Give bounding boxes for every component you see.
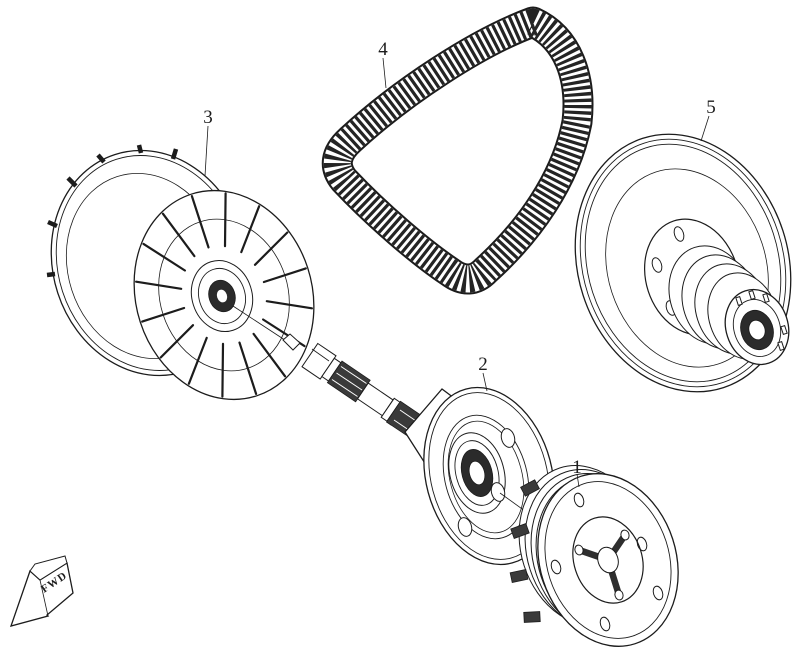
fwd-arrow-top-face [29,555,68,581]
shaft-hex-nut [301,342,337,380]
driven-pulley-face-ring [605,168,769,368]
callout-2: 2 [478,354,488,375]
callout-4: 4 [378,39,388,60]
clutch-shoe-assembly [509,465,679,647]
friction-pad [510,523,530,539]
variator-hub [190,260,254,332]
driven-pulley-end-cap [724,288,790,366]
friction-pad [523,611,541,623]
rear-plate-rim-tabs [46,144,179,278]
clutch-drum-face-holes [457,428,516,537]
clutch-shoe-center-mechanism [572,516,644,604]
drive-belt [321,6,594,295]
callout-3: 3 [203,107,213,128]
fwd-direction-marker: FWD [9,555,74,627]
shaft-threaded-tip [282,333,301,351]
clutch-drum-face-ring [442,414,530,540]
friction-pad [509,568,529,584]
callout-1: 1 [572,457,582,478]
clutch-drum-hub [448,432,506,514]
callouts: 1 2 3 4 5 [203,39,716,488]
friction-pad [520,479,540,497]
belt-cog-teeth [323,8,592,293]
driven-pulley [574,133,792,393]
callout-5: 5 [706,97,716,118]
primary-variator [46,144,315,401]
variator-fan-blades [135,192,313,398]
